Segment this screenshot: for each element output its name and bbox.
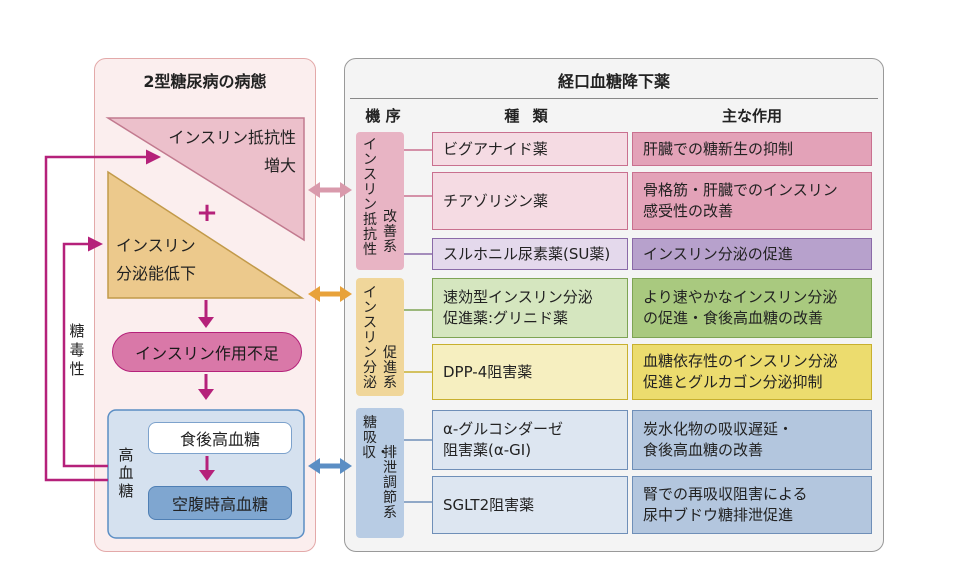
header-type: 種 類 <box>504 107 552 125</box>
pathology-title: 2型糖尿病の病態 <box>143 72 267 91</box>
group-resistance-main: インスリン抵抗性 <box>363 137 377 258</box>
group-absorption-main: 糖吸収・ <box>362 415 390 461</box>
drugs-title: 経口血糖降下薬 <box>557 72 670 91</box>
insulin-resistance-text-1: インスリン抵抗性 <box>168 128 296 147</box>
glucotoxicity-loop-outer <box>44 149 161 482</box>
group-absorption-sub: 排泄調節系 <box>383 445 397 521</box>
drug-type-dpp4: DPP-4阻害薬 <box>432 344 628 400</box>
drug-type-agi: α-グルコシダーゼ 阻害薬(α-GI) <box>432 410 628 470</box>
arrow-down-2 <box>198 389 214 400</box>
hyperglycemia-label: 高血糖 <box>118 446 134 500</box>
group-secretion-sub: 促進系 <box>383 345 397 391</box>
insulin-resistance-triangle <box>105 117 305 242</box>
group-secretion-main: インスリン分泌 <box>363 285 377 391</box>
group-resistance-sub: 改善系 <box>383 209 397 255</box>
blue-double-arrow <box>308 458 352 474</box>
drug-type-thiazolidine: チアゾリジン薬 <box>432 172 628 230</box>
drug-effect-agi: 炭水化物の吸収遅延・ 食後高血糖の改善 <box>632 410 872 470</box>
drug-effect-dpp4: 血糖依存性のインスリン分泌 促進とグルカゴン分泌抑制 <box>632 344 872 400</box>
arrow-down-3 <box>199 470 215 481</box>
drug-type-glinide: 速効型インスリン分泌 促進薬:グリニド薬 <box>432 278 628 338</box>
group-box-secretion <box>356 278 404 396</box>
plus-sign: + <box>196 198 218 228</box>
secretion-text-1: インスリン <box>116 236 196 255</box>
header-effect: 主な作用 <box>721 107 782 125</box>
orange-double-arrow <box>308 286 352 302</box>
header-mechanism: 機 序 <box>365 107 401 125</box>
insulin-secretion-triangle <box>107 170 305 299</box>
drug-effect-sglt2: 腎での再吸収阻害による 尿中ブドウ糖排泄促進 <box>632 476 872 534</box>
drug-effect-su: インスリン分泌の促進 <box>632 238 872 270</box>
drug-effect-biguanide: 肝臓での糖新生の抑制 <box>632 132 872 166</box>
drug-effect-thiazolidine: 骨格筋・肝臓でのインスリン 感受性の改善 <box>632 172 872 230</box>
postprandial-hyperglycemia: 食後高血糖 <box>148 422 292 454</box>
insulin-resistance-text-2: 増大 <box>263 156 296 175</box>
drug-effect-glinide: より速やかなインスリン分泌 の促進・食後高血糖の改善 <box>632 278 872 338</box>
glucotoxicity-loop-inner <box>62 236 108 468</box>
group-box-resistance <box>356 132 404 270</box>
pink-double-arrow <box>308 182 352 198</box>
drug-type-su: スルホニル尿素薬(SU薬) <box>432 238 628 270</box>
secretion-text-2: 分泌能低下 <box>116 264 197 283</box>
drug-type-biguanide: ビグアナイド薬 <box>432 132 628 166</box>
title-divider <box>350 98 878 99</box>
group-box-absorption <box>356 408 404 538</box>
fasting-hyperglycemia: 空腹時高血糖 <box>148 486 292 520</box>
glucotoxicity-label: 糖毒性 <box>69 322 85 378</box>
arrow-down-1 <box>198 317 214 328</box>
insulin-action-deficiency: インスリン作用不足 <box>112 332 302 372</box>
drug-type-sglt2: SGLT2阻害薬 <box>432 476 628 534</box>
